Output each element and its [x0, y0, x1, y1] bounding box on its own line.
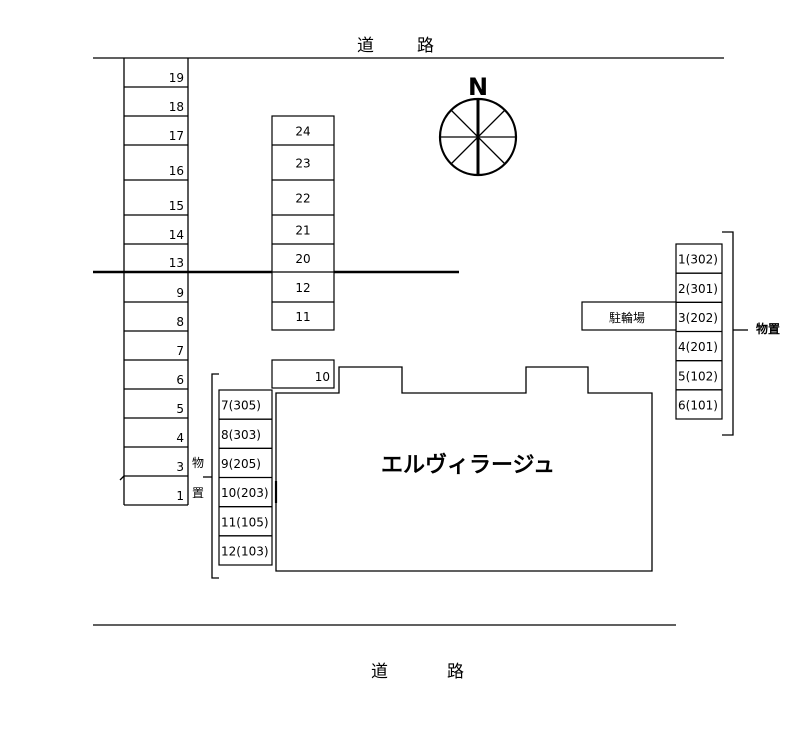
left-storage-units: 7(305) 8(303) 9(205) 10(203) 11(105) 12(103) [218, 389, 278, 566]
building: エルヴィラージュ [275, 366, 653, 572]
space-10-label: 10 [315, 370, 330, 384]
middle-space-label: 22 [295, 192, 310, 206]
left-space-label: 6 [176, 373, 184, 387]
left-space-label: 13 [169, 256, 184, 270]
right-storage-bracket: 物置 [722, 231, 780, 436]
middle-space-label: 23 [295, 157, 310, 171]
building-outline [275, 366, 653, 572]
bottom-road: 道 路 [93, 624, 676, 682]
left-space-label: 3 [176, 460, 184, 474]
left-storage-unit-label: 7(305) [221, 399, 261, 413]
right-storage-unit-label: 5(102) [678, 369, 718, 383]
bike-parking: 駐輪場 [581, 301, 677, 331]
left-storage-unit-label: 9(205) [221, 457, 261, 471]
left-storage-unit-label: 10(203) [221, 486, 269, 500]
bottom-road-label-char2: 路 [447, 662, 464, 682]
right-storage-unit-label: 1(302) [678, 253, 718, 267]
left-bracket-line [211, 373, 219, 579]
left-space-label: 17 [169, 129, 184, 143]
left-space-label: 5 [176, 402, 184, 416]
middle-space-label: 12 [295, 281, 310, 295]
right-storage-unit-label: 4(201) [678, 340, 718, 354]
parking-space-10: 10 [271, 359, 335, 389]
building-name: エルヴィラージュ [381, 452, 555, 478]
left-space-label: 18 [169, 100, 184, 114]
compass-north-label: N [468, 73, 488, 101]
left-space-label: 16 [169, 164, 184, 178]
top-road-label-char1: 道 [357, 36, 374, 56]
left-column-tick [119, 475, 125, 481]
left-space-label: 4 [176, 431, 184, 445]
left-space-label: 19 [169, 71, 184, 85]
left-storage-label-char2: 置 [192, 486, 204, 500]
middle-space-label: 20 [295, 252, 310, 266]
middle-space-label: 24 [295, 125, 310, 139]
right-bracket-line [722, 231, 734, 436]
right-storage-unit-label: 3(202) [678, 311, 718, 325]
left-storage-unit-label: 11(105) [221, 515, 269, 529]
bottom-road-label-char1: 道 [371, 662, 388, 682]
left-storage-unit-label: 8(303) [221, 428, 261, 442]
top-road-label-char2: 路 [417, 36, 434, 56]
right-storage-label: 物置 [756, 321, 780, 336]
left-space-label: 1 [176, 489, 184, 503]
left-storage-label-char1: 物 [192, 456, 204, 470]
top-road: 道 路 [93, 36, 724, 59]
right-storage-unit-label: 2(301) [678, 282, 718, 296]
middle-space-label: 11 [295, 310, 310, 324]
left-space-label: 8 [176, 315, 184, 329]
compass-icon: N [438, 73, 518, 177]
middle-space-label: 21 [295, 224, 310, 238]
right-storage-unit-label: 6(101) [678, 398, 718, 412]
right-storage-units: 1(302) 2(301) 3(202) 4(201) 5(102) 6(101) [675, 243, 723, 420]
left-storage-unit-label: 12(103) [221, 544, 269, 558]
left-storage-bracket: 物 置 [192, 373, 219, 579]
middle-parking-column: 24 23 22 21 20 12 11 [271, 115, 335, 331]
left-space-label: 14 [169, 228, 184, 242]
bike-parking-label: 駐輪場 [609, 310, 645, 325]
left-space-label: 15 [169, 199, 184, 213]
left-parking-column: 19 18 17 16 15 14 13 9 8 7 6 5 4 3 1 [119, 58, 189, 506]
middle-column-outline [271, 115, 335, 331]
bike-parking-box [581, 301, 677, 331]
left-space-label: 7 [176, 344, 184, 358]
space-10-box [271, 359, 335, 389]
left-space-label: 9 [176, 286, 184, 300]
